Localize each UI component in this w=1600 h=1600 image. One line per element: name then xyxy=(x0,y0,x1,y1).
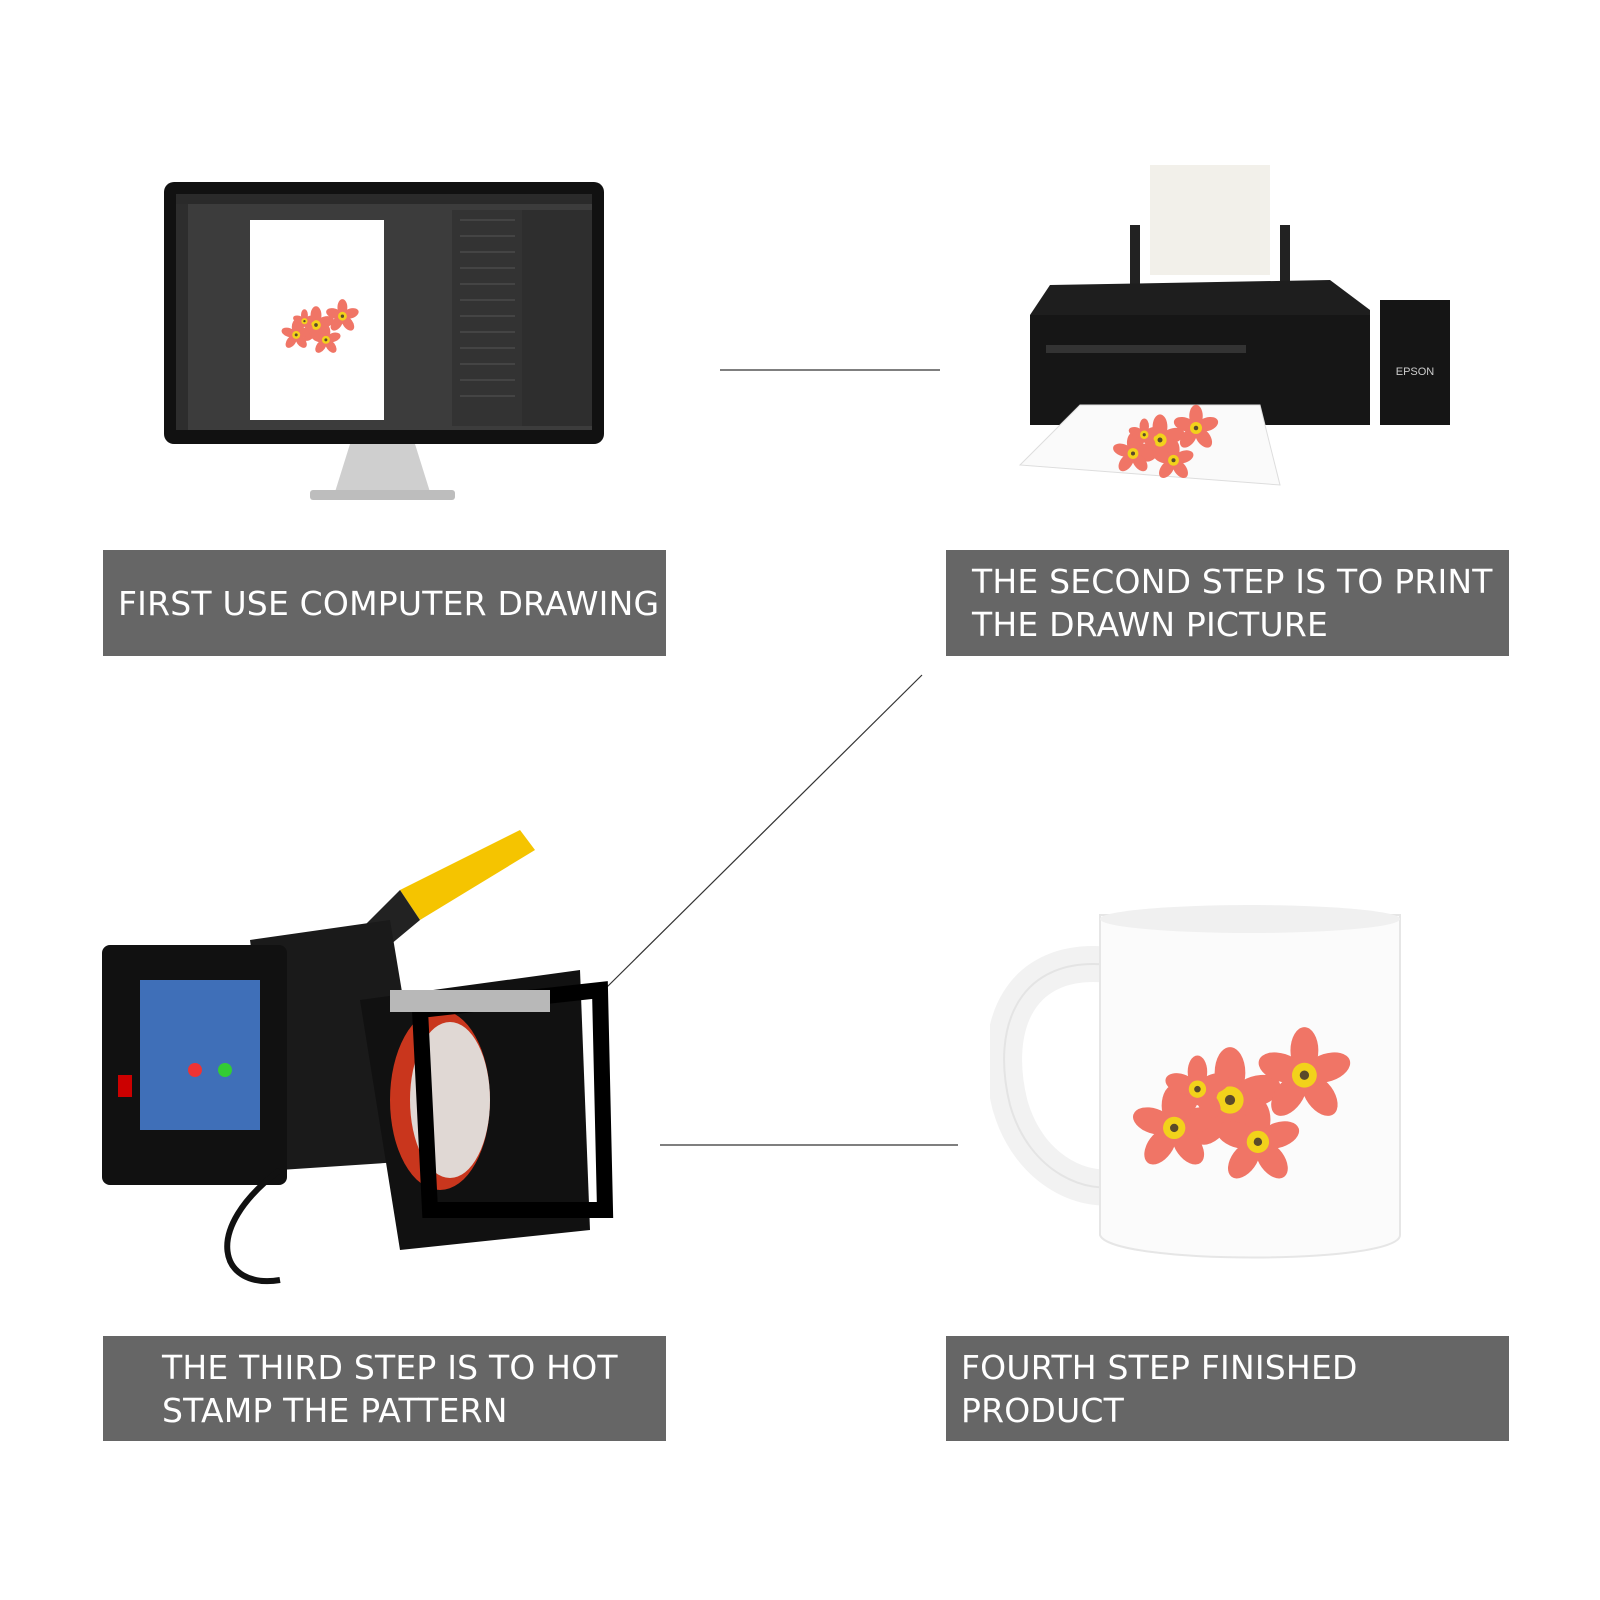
inkjet-printer-illustration: EPSON xyxy=(1018,165,1450,486)
printed-mug-illustration xyxy=(990,905,1401,1259)
step-3-text: THE THIRD STEP IS TO HOT STAMP THE PATTE… xyxy=(162,1347,618,1430)
step-4-label: FOURTH STEP FINISHED PRODUCT xyxy=(946,1336,1509,1441)
connector-line-2-3 xyxy=(605,674,923,989)
step-2-label: THE SECOND STEP IS TO PRINT THE DRAWN PI… xyxy=(946,550,1509,656)
computer-monitor-illustration xyxy=(164,182,604,500)
step-2-text: THE SECOND STEP IS TO PRINT THE DRAWN PI… xyxy=(972,562,1493,644)
mug-heat-press-illustration xyxy=(102,830,614,1285)
step-1-label: FIRST USE COMPUTER DRAWING xyxy=(103,550,666,656)
step-3-label: THE THIRD STEP IS TO HOT STAMP THE PATTE… xyxy=(103,1336,666,1441)
step-1-text: FIRST USE COMPUTER DRAWING xyxy=(118,583,660,623)
printer-brand: EPSON xyxy=(1396,366,1435,378)
step-4-text: FOURTH STEP FINISHED PRODUCT xyxy=(961,1347,1358,1430)
